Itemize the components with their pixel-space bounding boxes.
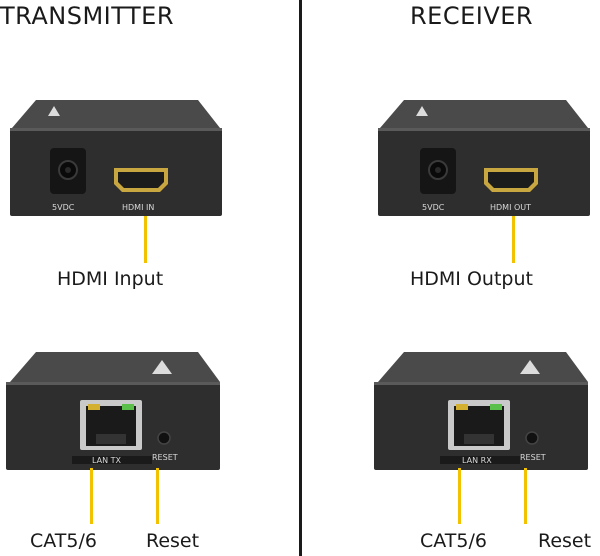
lan-port-label: LAN RX	[462, 456, 492, 465]
lan-port-label: LAN TX	[92, 456, 122, 465]
reset-leader	[524, 468, 527, 524]
cat56-leader	[458, 468, 461, 524]
receiver-front-graphic	[378, 100, 590, 216]
reset-button-label: RESET	[520, 453, 546, 462]
reset-caption: Reset	[146, 530, 200, 552]
transmitter-back-device: LAN TX RESET	[2, 346, 224, 474]
transmitter-front-graphic	[10, 100, 222, 216]
transmitter-front-device: 5VDC HDMI IN	[8, 96, 224, 220]
cat56-caption: CAT5/6	[420, 530, 487, 552]
receiver-back-device: LAN RX RESET	[370, 346, 592, 474]
power-port-label: 5VDC	[52, 203, 75, 212]
power-port-label: 5VDC	[422, 203, 445, 212]
hdmi-port-label: HDMI IN	[122, 203, 155, 212]
receiver-heading: RECEIVER	[410, 2, 534, 30]
hdmi-output-caption: HDMI Output	[410, 268, 533, 290]
reset-button-label: RESET	[152, 453, 178, 462]
transmitter-heading: TRANSMITTER	[0, 2, 174, 30]
center-divider	[299, 0, 302, 556]
receiver-front-device: 5VDC HDMI OUT	[376, 96, 592, 220]
hdmi-output-leader	[512, 216, 515, 263]
reset-caption: Reset	[538, 530, 592, 552]
cat56-caption: CAT5/6	[30, 530, 97, 552]
receiver-back-graphic	[374, 352, 588, 470]
reset-leader	[156, 468, 159, 524]
hdmi-input-caption: HDMI Input	[57, 268, 164, 290]
hdmi-input-leader	[144, 216, 147, 263]
transmitter-back-graphic	[6, 352, 220, 470]
hdmi-port-label: HDMI OUT	[490, 203, 532, 212]
cat56-leader	[90, 468, 93, 524]
